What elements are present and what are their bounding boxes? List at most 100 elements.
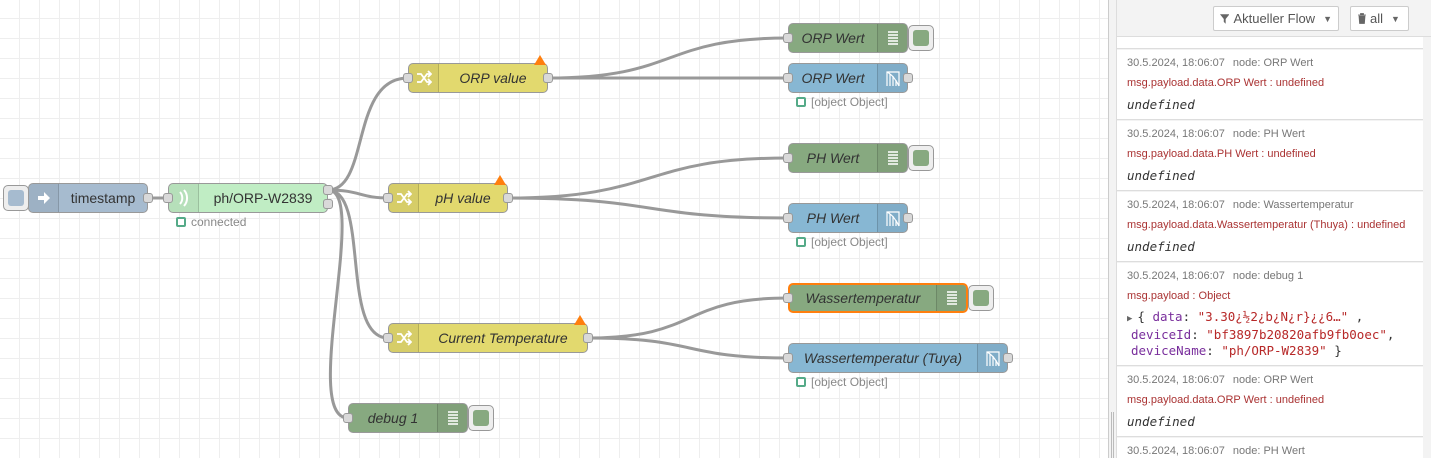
message-time: 30.5.2024, 18:06:07 bbox=[1127, 57, 1225, 69]
node-label: ORP Wert bbox=[801, 30, 865, 46]
input-port[interactable] bbox=[343, 413, 353, 423]
message-node[interactable]: node: ORP Wert bbox=[1232, 374, 1314, 386]
grip-icon bbox=[1111, 412, 1114, 458]
input-port[interactable] bbox=[403, 73, 413, 83]
filter-label: Aktueller Flow bbox=[1233, 11, 1316, 26]
debug-node-1[interactable]: debug 1 bbox=[348, 403, 468, 433]
wire bbox=[327, 76, 409, 192]
debug-message[interactable]: 30.5.2024, 18:06:07 node: PH Wert msg.pay… bbox=[1117, 121, 1423, 191]
message-node[interactable]: node: PH Wert bbox=[1232, 445, 1305, 457]
node-label: Wassertemperatur (Tuya) bbox=[803, 350, 963, 366]
message-object[interactable]: ▶{ data: "3.30¿½2¿b¿N¿r}¿¿6…" , deviceId… bbox=[1127, 309, 1395, 358]
clear-dropdown[interactable]: all ▼ bbox=[1350, 6, 1409, 31]
node-label: ORP Wert bbox=[801, 70, 865, 86]
input-port[interactable] bbox=[383, 193, 393, 203]
output-port[interactable] bbox=[1003, 353, 1013, 363]
message-topic[interactable]: msg.payload.data.PH Wert : undefined bbox=[1127, 148, 1316, 160]
list-item bbox=[1117, 37, 1423, 49]
debug-node-orp[interactable]: ORP Wert bbox=[788, 23, 908, 53]
tuya-node-orp[interactable]: ORP Wert bbox=[788, 63, 908, 93]
output-port[interactable] bbox=[323, 185, 333, 195]
mqtt-in-node[interactable]: ph/ORP-W2839 bbox=[168, 183, 328, 213]
node-label: ph/ORP-W2839 bbox=[213, 190, 313, 206]
input-port[interactable] bbox=[783, 353, 793, 363]
output-port[interactable] bbox=[903, 213, 913, 223]
debug-sidebar: Aktueller Flow ▼ all ▼ 30.5.2024, 18:06:… bbox=[1117, 0, 1431, 458]
message-topic[interactable]: msg.payload : Object bbox=[1127, 290, 1231, 302]
shuffle-icon bbox=[389, 184, 419, 212]
debug-node-ph[interactable]: PH Wert bbox=[788, 143, 908, 173]
tuya-node-ph[interactable]: PH Wert bbox=[788, 203, 908, 233]
wire bbox=[327, 188, 389, 340]
wire bbox=[587, 296, 789, 340]
debug-message-list[interactable]: 30.5.2024, 18:06:07 node: ORP Wert msg.pa… bbox=[1117, 37, 1431, 458]
caret-right-icon[interactable]: ▶ bbox=[1127, 314, 1133, 324]
input-port[interactable] bbox=[783, 293, 793, 303]
node-status: [object Object] bbox=[796, 235, 888, 249]
node-label: pH value bbox=[435, 190, 491, 206]
sidebar-resize-handle[interactable] bbox=[1108, 0, 1117, 458]
debug-toggle-button[interactable] bbox=[968, 285, 994, 311]
message-payload: undefined bbox=[1127, 239, 1195, 254]
debug-toggle-button[interactable] bbox=[908, 25, 934, 51]
input-port[interactable] bbox=[783, 213, 793, 223]
status-dot-icon bbox=[176, 217, 186, 227]
wire bbox=[587, 336, 789, 360]
message-time: 30.5.2024, 18:06:07 bbox=[1127, 128, 1225, 140]
output-port[interactable] bbox=[543, 73, 553, 83]
flow-canvas[interactable]: timestamp ph/ORP-W2839 connected ORP val… bbox=[0, 0, 1108, 458]
input-port[interactable] bbox=[783, 33, 793, 43]
message-node[interactable]: node: ORP Wert bbox=[1232, 57, 1314, 69]
filter-dropdown[interactable]: Aktueller Flow ▼ bbox=[1213, 6, 1339, 31]
node-label: Current Temperature bbox=[438, 330, 568, 346]
node-label: PH Wert bbox=[806, 150, 860, 166]
node-label: timestamp bbox=[70, 190, 136, 206]
node-status: [object Object] bbox=[796, 95, 888, 109]
inject-node[interactable]: timestamp bbox=[28, 183, 148, 213]
change-node-ph[interactable]: pH value bbox=[388, 183, 508, 213]
scrollbar[interactable] bbox=[1423, 37, 1431, 458]
output-port[interactable] bbox=[143, 193, 153, 203]
debug-toolbar: Aktueller Flow ▼ all ▼ bbox=[1117, 0, 1431, 37]
message-topic[interactable]: msg.payload.data.Wassertemperatur (Thuya… bbox=[1127, 219, 1406, 231]
inject-trigger-button[interactable] bbox=[3, 185, 29, 211]
shuffle-icon bbox=[389, 324, 419, 352]
message-topic[interactable]: msg.payload.data.ORP Wert : undefined bbox=[1127, 394, 1325, 406]
list-icon bbox=[437, 404, 467, 432]
debug-toggle-button[interactable] bbox=[908, 145, 934, 171]
output-port[interactable] bbox=[583, 333, 593, 343]
bridge-icon bbox=[877, 204, 907, 232]
message-payload: undefined bbox=[1127, 414, 1195, 429]
list-icon bbox=[877, 24, 907, 52]
output-port[interactable] bbox=[503, 193, 513, 203]
tuya-node-temperature[interactable]: Wassertemperatur (Tuya) bbox=[788, 343, 1008, 373]
input-port[interactable] bbox=[783, 153, 793, 163]
wire bbox=[327, 188, 389, 200]
message-topic[interactable]: msg.payload.data.ORP Wert : undefined bbox=[1127, 77, 1325, 89]
filter-icon bbox=[1220, 13, 1230, 24]
message-node[interactable]: node: Wassertemperatur bbox=[1232, 199, 1354, 211]
input-port[interactable] bbox=[163, 193, 173, 203]
output-port[interactable] bbox=[323, 199, 333, 209]
list-icon bbox=[936, 285, 966, 311]
debug-toggle-button[interactable] bbox=[468, 405, 494, 431]
debug-node-temperature[interactable]: Wassertemperatur bbox=[788, 283, 968, 313]
message-payload: undefined bbox=[1127, 97, 1195, 112]
status-dot-icon bbox=[796, 97, 806, 107]
message-node[interactable]: node: debug 1 bbox=[1232, 270, 1304, 282]
warning-icon bbox=[494, 175, 506, 185]
clear-label: all bbox=[1370, 11, 1384, 26]
change-node-orp[interactable]: ORP value bbox=[408, 63, 548, 93]
wire bbox=[327, 188, 349, 420]
debug-message[interactable]: 30.5.2024, 18:06:07 node: ORP Wert msg.pa… bbox=[1117, 50, 1423, 120]
status-dot-icon bbox=[796, 237, 806, 247]
input-port[interactable] bbox=[783, 73, 793, 83]
output-port[interactable] bbox=[903, 73, 913, 83]
input-port[interactable] bbox=[383, 333, 393, 343]
change-node-temperature[interactable]: Current Temperature bbox=[388, 323, 588, 353]
message-node[interactable]: node: PH Wert bbox=[1232, 128, 1305, 140]
